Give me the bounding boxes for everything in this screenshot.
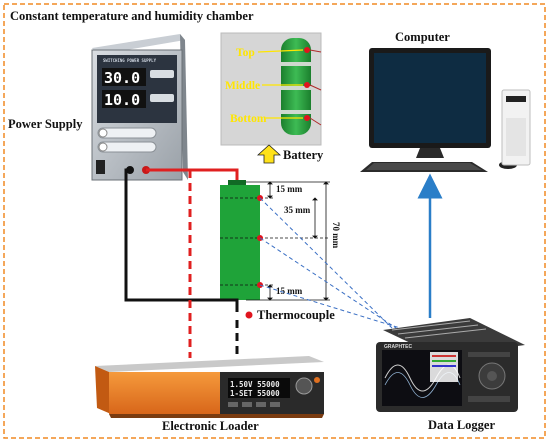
dimension-d3: 70 mm xyxy=(331,222,341,249)
electronic-loader: 1.50V 55000 1-SET 55000 xyxy=(95,356,324,418)
power-supply: SWITCHING POWER SUPPLY 30.0 10.0 xyxy=(91,34,188,181)
photo-label-middle: Middle xyxy=(225,80,260,92)
dimension-d4: 15 mm xyxy=(276,286,303,296)
thermocouple-lines xyxy=(259,197,401,329)
power-supply-label: Power Supply xyxy=(8,117,83,131)
dimension-d1: 15 mm xyxy=(276,184,303,194)
thermocouple-label: Thermocouple xyxy=(257,308,335,322)
data-logger-label: Data Logger xyxy=(428,418,495,432)
data-logger: GRAPHTEC xyxy=(376,318,525,412)
yellow-up-arrow xyxy=(256,144,282,164)
data-logger-brand: GRAPHTEC xyxy=(384,344,412,350)
electronic-loader-label: Electronic Loader xyxy=(162,419,259,433)
loader-display-line1: 1.50V 55000 xyxy=(230,380,280,389)
battery-label: Battery xyxy=(283,148,324,162)
power-switch xyxy=(96,160,105,174)
power-supply-panel-text: SWITCHING POWER SUPPLY xyxy=(103,58,157,63)
thermocouple-dot xyxy=(245,311,253,319)
battery-cell xyxy=(220,185,260,300)
photo-label-top: Top xyxy=(236,47,255,59)
dimension-arrows xyxy=(267,181,329,301)
power-supply-current-readout: 10.0 xyxy=(104,91,140,109)
computer-label: Computer xyxy=(395,30,450,44)
chamber-title: Constant temperature and humidity chambe… xyxy=(10,9,254,23)
computer xyxy=(360,48,531,172)
battery-photo xyxy=(220,32,322,146)
dimension-d2: 35 mm xyxy=(284,205,311,215)
wires xyxy=(124,168,239,358)
chamber-border xyxy=(3,3,546,439)
battery-cap xyxy=(228,180,246,186)
power-supply-voltage-readout: 30.0 xyxy=(104,69,140,87)
loader-display-line2: 1-SET 55000 xyxy=(230,389,280,398)
photo-label-bottom: Bottom xyxy=(230,113,267,125)
